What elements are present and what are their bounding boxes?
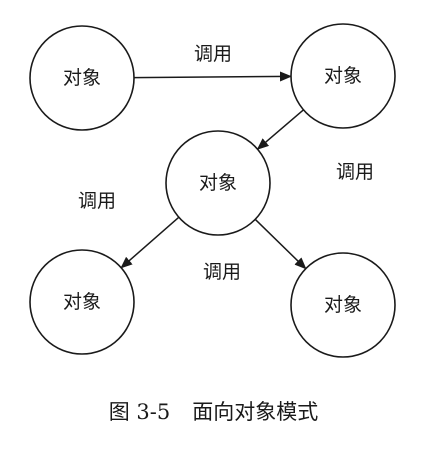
node-label: 对象 (324, 65, 362, 87)
edge-top-left-to-top-right: 调用 (133, 43, 292, 82)
edge-label: 调用 (203, 261, 241, 283)
node-label: 对象 (324, 294, 362, 316)
node-circle (29, 25, 135, 131)
node-label: 对象 (63, 67, 101, 89)
edge-arrow (254, 218, 307, 270)
edge-top-right-to-center: 调用 (256, 109, 374, 183)
edge-arrow (256, 109, 304, 150)
node-bottom-left: 对象 (29, 249, 135, 355)
edge-center-to-bottom-right: 调用 (203, 218, 307, 283)
edge-arrow (120, 216, 180, 269)
node-circle (165, 130, 271, 236)
edge-arrow (133, 71, 292, 82)
node-center: 对象 (165, 130, 271, 236)
node-circle (290, 23, 396, 129)
edge-label: 调用 (194, 43, 232, 65)
node-top-right: 对象 (290, 23, 396, 129)
node-bottom-right: 对象 (290, 252, 396, 358)
node-circle (290, 252, 396, 358)
node-circle (29, 249, 135, 355)
node-label: 对象 (199, 172, 237, 194)
node-label: 对象 (63, 291, 101, 313)
figure-number: 图 3-5 (108, 400, 171, 424)
edge-label: 调用 (78, 190, 116, 212)
figure-caption: 图 3-5 面向对象模式 (0, 396, 427, 426)
node-top-left: 对象 (29, 25, 135, 131)
figure-title: 面向对象模式 (192, 400, 319, 424)
edge-label: 调用 (336, 161, 374, 183)
edge-center-to-bottom-left: 调用 (78, 190, 180, 269)
